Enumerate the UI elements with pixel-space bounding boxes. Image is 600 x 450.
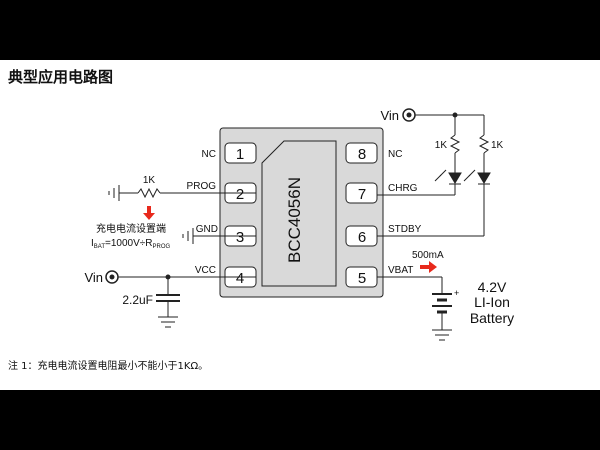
pin-3-name: GND bbox=[196, 224, 218, 235]
pin-7-name: CHRG bbox=[388, 183, 418, 194]
r-led2-label: 1K bbox=[491, 140, 504, 151]
arrow-down-icon bbox=[143, 206, 155, 220]
battery-icon bbox=[432, 293, 452, 314]
current-label: 500mA bbox=[412, 250, 444, 261]
pin-1-number: 1 bbox=[236, 146, 244, 163]
ground-icon bbox=[158, 316, 178, 328]
pin-8-box bbox=[345, 142, 378, 164]
chip-label-area bbox=[261, 140, 337, 287]
pin-4-number: 4 bbox=[236, 270, 244, 287]
ibat-formula: IBAT=1000V÷RPROG bbox=[91, 238, 170, 250]
pin-1-box bbox=[224, 142, 257, 164]
capacitor-icon bbox=[156, 294, 180, 302]
pin-7-number: 7 bbox=[358, 186, 366, 203]
chip-part-number: BCC4056N bbox=[285, 177, 304, 263]
pin-6-number: 6 bbox=[358, 229, 366, 246]
pin-3-number: 3 bbox=[236, 229, 244, 246]
pin-5-name: VBAT bbox=[388, 265, 413, 276]
page-title: 典型应用电路图 bbox=[8, 68, 114, 86]
r-prog-label: 1K bbox=[143, 175, 156, 186]
ground-icon bbox=[182, 228, 194, 244]
ground-icon bbox=[108, 185, 120, 201]
led-icon bbox=[463, 169, 491, 185]
pin-5-number: 5 bbox=[358, 270, 366, 287]
battery-type: LI-Ion bbox=[474, 294, 510, 310]
resistor-icon bbox=[449, 134, 461, 154]
ground-icon bbox=[432, 329, 452, 341]
vin-top-label: Vin bbox=[380, 108, 399, 123]
cap-label: 2.2uF bbox=[122, 293, 153, 307]
footnote: 注 1：充电电流设置电阻最小不能小于1KΩ。 bbox=[8, 361, 209, 372]
battery-word: Battery bbox=[470, 310, 514, 326]
pin-2-number: 2 bbox=[236, 186, 244, 203]
resistor-icon bbox=[137, 187, 161, 199]
pin-1-name: NC bbox=[202, 149, 216, 160]
pin-7-box bbox=[345, 182, 378, 204]
pin-2-name: PROG bbox=[187, 181, 217, 192]
pin-4-name: VCC bbox=[195, 265, 216, 276]
pin-8-name: NC bbox=[388, 149, 402, 160]
pin-8-number: 8 bbox=[358, 146, 366, 163]
pin-6-name: STDBY bbox=[388, 224, 422, 235]
resistor-icon bbox=[478, 134, 490, 154]
arrow-right-icon bbox=[420, 261, 437, 273]
battery-voltage: 4.2V bbox=[478, 279, 507, 295]
prog-note-line1: 充电电流设置端 bbox=[96, 222, 166, 235]
r-led1-label: 1K bbox=[435, 140, 448, 151]
led-icon bbox=[434, 169, 462, 185]
vin-left-label: Vin bbox=[84, 270, 103, 285]
battery-plus: + bbox=[454, 288, 459, 298]
